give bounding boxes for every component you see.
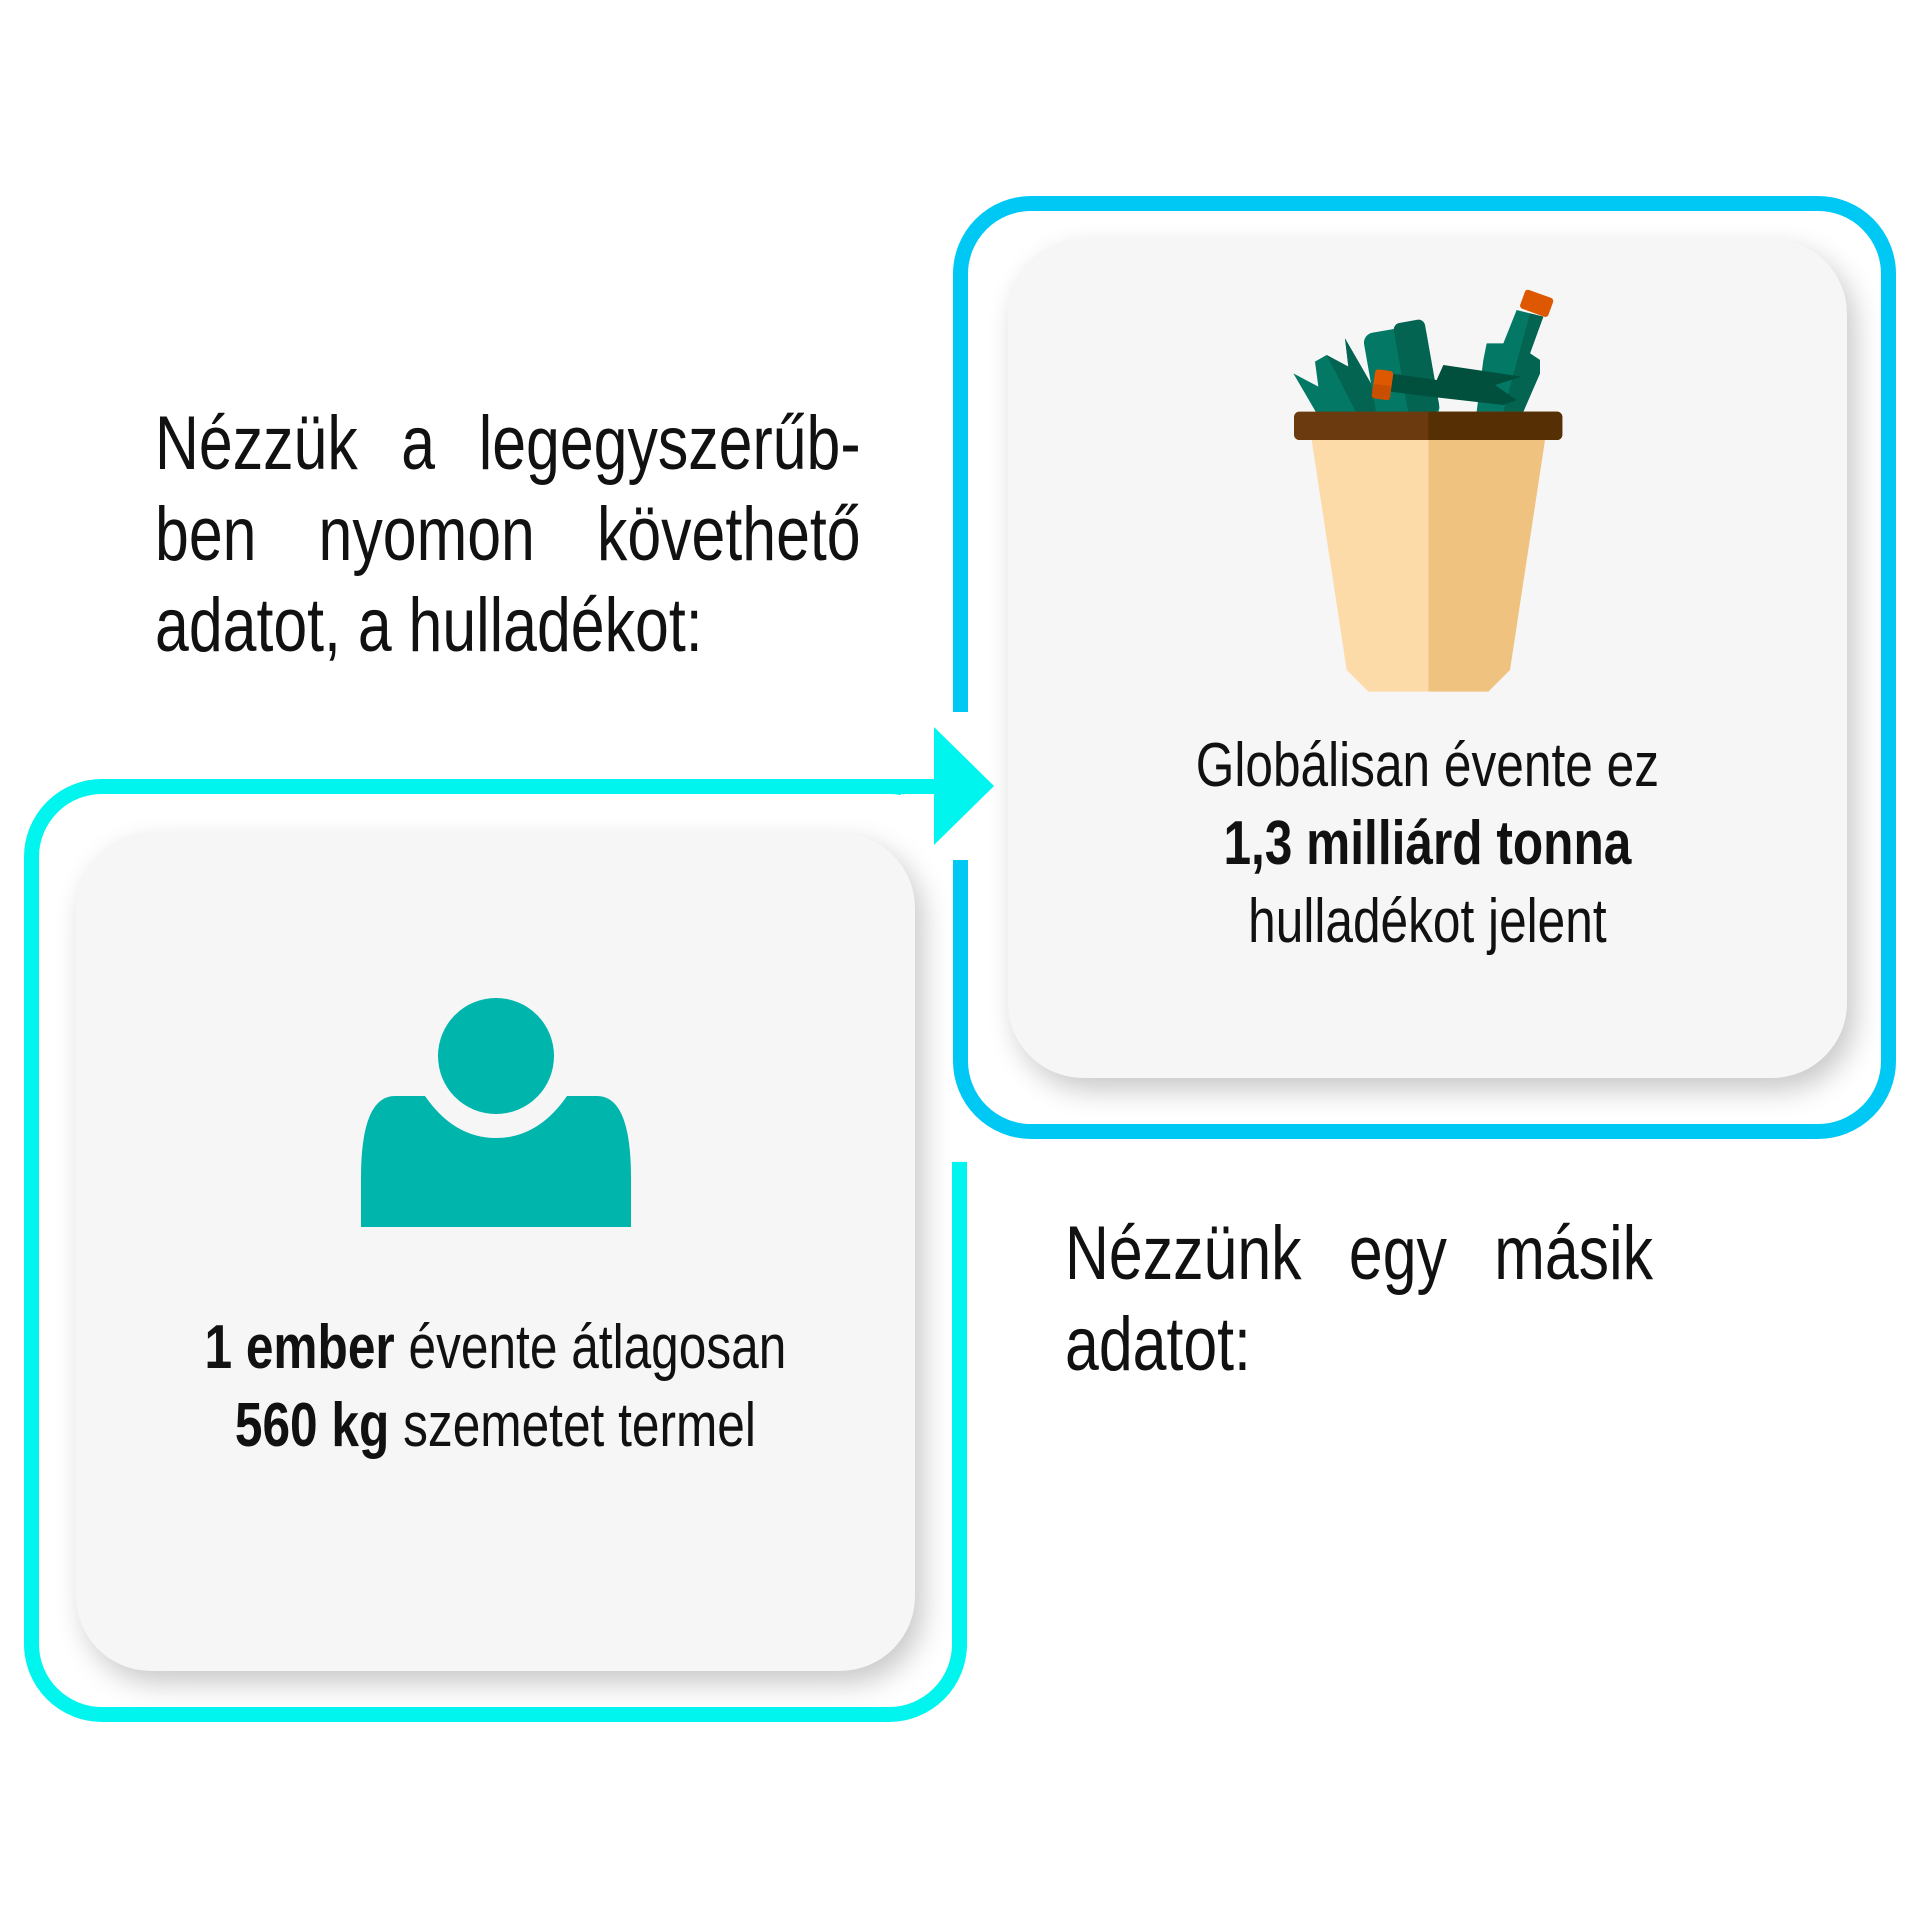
person-card: 1 ember évente átlagosan 560 kg szemetet… (76, 833, 915, 1671)
person-text: 1 ember évente átlagosan 560 kg szemetet… (161, 1309, 830, 1465)
person-count: 1 ember (204, 1313, 395, 1382)
person-line1: 1 ember évente átlagosan (161, 1309, 830, 1387)
second-data-text: Nézzünk egy másik adatot: (1065, 1211, 1653, 1387)
global-waste-text: Globálisan évente ez 1,3 milliárd tonna … (1093, 727, 1762, 961)
global-line3: hulladékot jelent (1248, 887, 1607, 956)
person-line1-rest: évente átlagosan (394, 1313, 787, 1382)
connector-arrow-line (100, 779, 940, 794)
global-line1: Globálisan évente ez (1195, 731, 1660, 800)
intro-text: Nézzük a legegyszerűb-ben nyomon követhe… (155, 401, 861, 668)
trash-bucket-icon (1293, 289, 1563, 692)
person-amount: 560 kg (234, 1391, 390, 1460)
right-frame (953, 196, 1896, 1139)
global-waste-card: Globálisan évente ez 1,3 milliárd tonna … (1008, 239, 1847, 1078)
person-line2: 560 kg szemetet termel (161, 1387, 830, 1465)
person-line2-rest: szemetet termel (389, 1391, 756, 1460)
global-amount: 1,3 milliárd tonna (1223, 809, 1632, 878)
left-frame-right-mask (950, 800, 970, 1173)
person-icon (361, 998, 631, 1227)
arrow-head-icon (934, 727, 994, 845)
